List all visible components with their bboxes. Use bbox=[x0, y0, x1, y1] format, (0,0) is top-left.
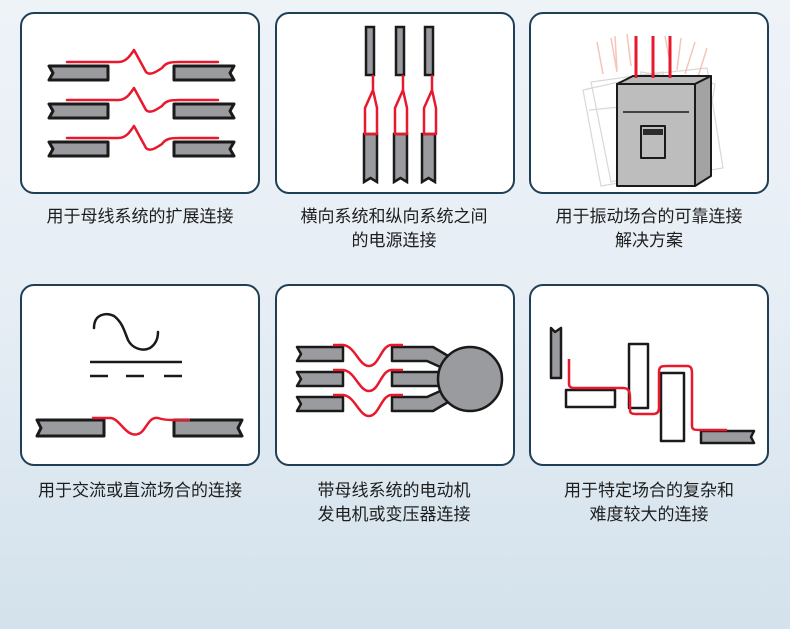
caption-busbar-expansion: 用于母线系统的扩展连接 bbox=[46, 207, 234, 227]
vertical-horizontal-connection-icon bbox=[362, 25, 438, 185]
card-vertical-horizontal-connection bbox=[275, 12, 515, 194]
caption-vibration-cabinet: 用于振动场合的可靠连接 解决方案 bbox=[555, 207, 743, 251]
caption-vertical-horizontal-connection: 横向系统和纵向系统之间 的电源连接 bbox=[300, 207, 488, 251]
motor-generator-transformer-icon bbox=[295, 343, 504, 418]
caption-complex-connection: 用于特定场合的复杂和 难度较大的连接 bbox=[564, 481, 734, 525]
card-vibration-cabinet bbox=[529, 12, 769, 194]
busbar-expansion-icon bbox=[47, 48, 236, 158]
caption-motor-generator-transformer: 带母线系统的电动机 发电机或变压器连接 bbox=[317, 481, 471, 525]
caption-ac-dc-connection: 用于交流或直流场合的连接 bbox=[38, 481, 242, 501]
ac-dc-connection-icon bbox=[35, 312, 244, 438]
card-busbar-expansion bbox=[20, 12, 260, 194]
complex-connection-icon bbox=[549, 326, 756, 445]
vibration-cabinet-icon bbox=[582, 33, 724, 187]
card-motor-generator-transformer bbox=[275, 284, 515, 466]
card-ac-dc-connection bbox=[20, 284, 260, 466]
card-complex-connection bbox=[529, 284, 769, 466]
